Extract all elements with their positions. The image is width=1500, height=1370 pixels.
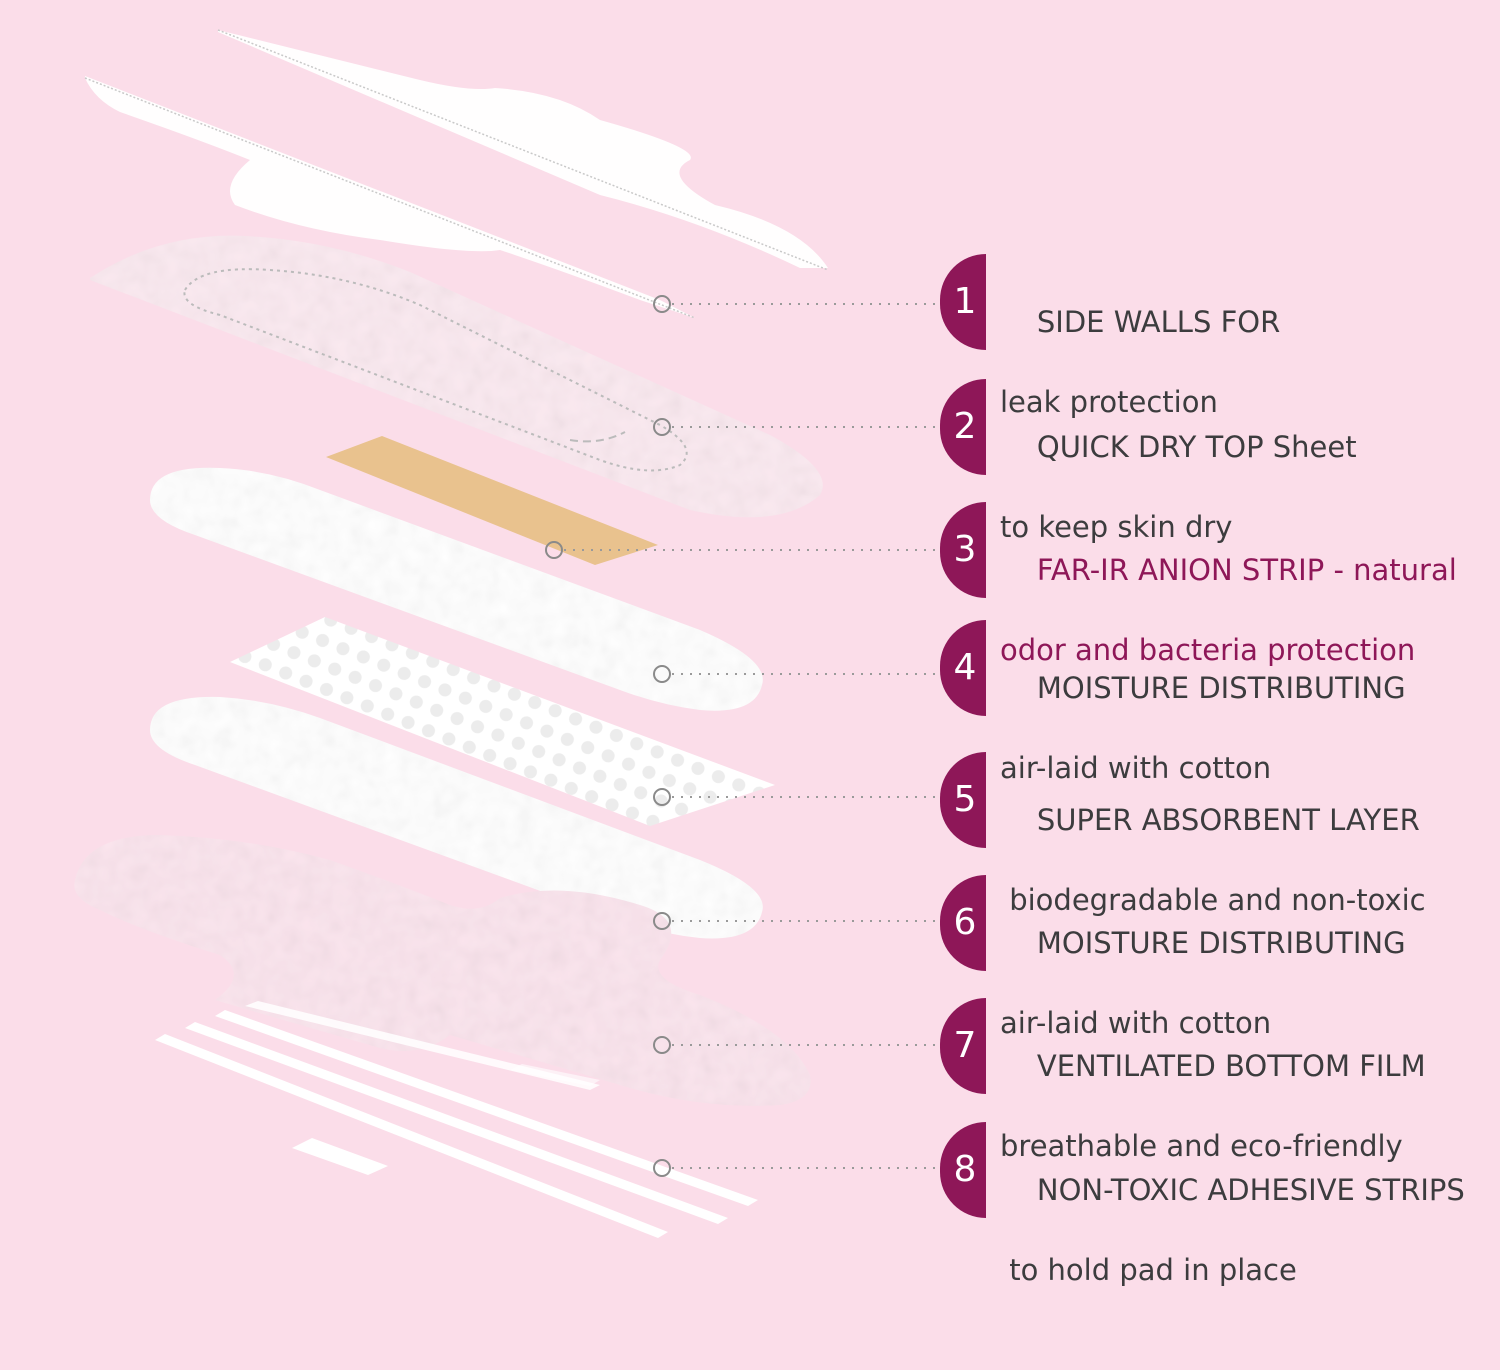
- callout-description: air-laid with cotton: [1000, 751, 1272, 785]
- callout-description: breathable and eco-friendly: [1000, 1129, 1403, 1163]
- callout-title: NON-TOXIC ADHESIVE STRIPS: [1036, 1173, 1465, 1207]
- number-badge: 6: [940, 875, 986, 971]
- leader-marker-3: [545, 541, 563, 559]
- leader-marker-5: [653, 788, 671, 806]
- moisture-layer-lower: [150, 696, 763, 939]
- number-badge: 4: [940, 620, 986, 716]
- callout-title: FAR-IR ANION STRIP - natural: [1036, 553, 1457, 587]
- callout-title: VENTILATED BOTTOM FILM: [1036, 1049, 1426, 1083]
- callout-layer-5: 5 SUPER ABSORBENT LAYER biodegradable an…: [940, 752, 1470, 917]
- leader-marker-7: [653, 1036, 671, 1054]
- callout-label: VENTILATED BOTTOM FILM breathable and ec…: [1000, 1006, 1426, 1246]
- callout-layer-6: 6 MOISTURE DISTRIBUTING air-laid with co…: [940, 875, 1470, 1040]
- callout-description: biodegradable and non-toxic: [1000, 883, 1426, 917]
- callout-description: air-laid with cotton: [1000, 1006, 1272, 1040]
- leader-marker-1: [653, 295, 671, 313]
- top-sheet-layer: [90, 235, 823, 518]
- callout-title: MOISTURE DISTRIBUTING: [1036, 671, 1406, 705]
- callout-layer-2: 2 QUICK DRY TOP Sheet to keep skin dry: [940, 379, 1470, 544]
- callout-label: MOISTURE DISTRIBUTING air-laid with cott…: [1000, 628, 1406, 868]
- callout-layer-8: 8 NON-TOXIC ADHESIVE STRIPS to hold pad …: [940, 1122, 1470, 1287]
- number-badge: 5: [940, 752, 986, 848]
- number-badge: 2: [940, 379, 986, 475]
- leader-marker-2: [653, 418, 671, 436]
- number-badge: 7: [940, 998, 986, 1094]
- callout-layer-3: 3 FAR-IR ANION STRIP - natural odor and …: [940, 502, 1470, 667]
- callout-title: QUICK DRY TOP Sheet: [1036, 430, 1357, 464]
- pad-layers-illustration: [74, 29, 938, 1238]
- callout-title: MOISTURE DISTRIBUTING: [1036, 926, 1406, 960]
- callout-title: SUPER ABSORBENT LAYER: [1036, 803, 1420, 837]
- anion-strip-layer: [326, 436, 658, 565]
- moisture-layer-upper: [150, 467, 763, 711]
- adhesive-strips: [155, 1001, 758, 1238]
- number-badge: 3: [940, 502, 986, 598]
- leader-marker-6: [653, 912, 671, 930]
- callout-layer-7: 7 VENTILATED BOTTOM FILM breathable and …: [940, 998, 1470, 1163]
- side-wall-layer: [84, 29, 829, 319]
- bottom-film-layer: [74, 835, 811, 1106]
- leader-lines: [545, 295, 938, 1177]
- callout-label: MOISTURE DISTRIBUTING air-laid with cott…: [1000, 883, 1406, 1123]
- callout-layer-4: 4 MOISTURE DISTRIBUTING air-laid with co…: [940, 620, 1470, 785]
- callout-description: to keep skin dry: [1000, 510, 1233, 544]
- leader-marker-4: [653, 665, 671, 683]
- absorbent-layer: [230, 617, 775, 826]
- callout-description: leak protection: [1000, 385, 1218, 419]
- callout-title: SIDE WALLS FOR: [1036, 305, 1281, 339]
- callout-label: NON-TOXIC ADHESIVE STRIPS to hold pad in…: [1000, 1130, 1465, 1370]
- callout-label: QUICK DRY TOP Sheet to keep skin dry: [1000, 387, 1357, 627]
- callout-label: FAR-IR ANION STRIP - natural odor and ba…: [1000, 510, 1457, 750]
- callout-description: odor and bacteria protection: [1000, 633, 1416, 667]
- callout-label: SIDE WALLS FOR leak protection: [1000, 262, 1280, 502]
- callout-layer-1: 1 SIDE WALLS FOR leak protection: [940, 254, 1470, 419]
- callout-label: SUPER ABSORBENT LAYER biodegradable and …: [1000, 760, 1426, 1000]
- number-badge: 1: [940, 254, 986, 350]
- callout-description: to hold pad in place: [1000, 1253, 1297, 1287]
- leader-marker-8: [653, 1159, 671, 1177]
- number-badge: 8: [940, 1122, 986, 1218]
